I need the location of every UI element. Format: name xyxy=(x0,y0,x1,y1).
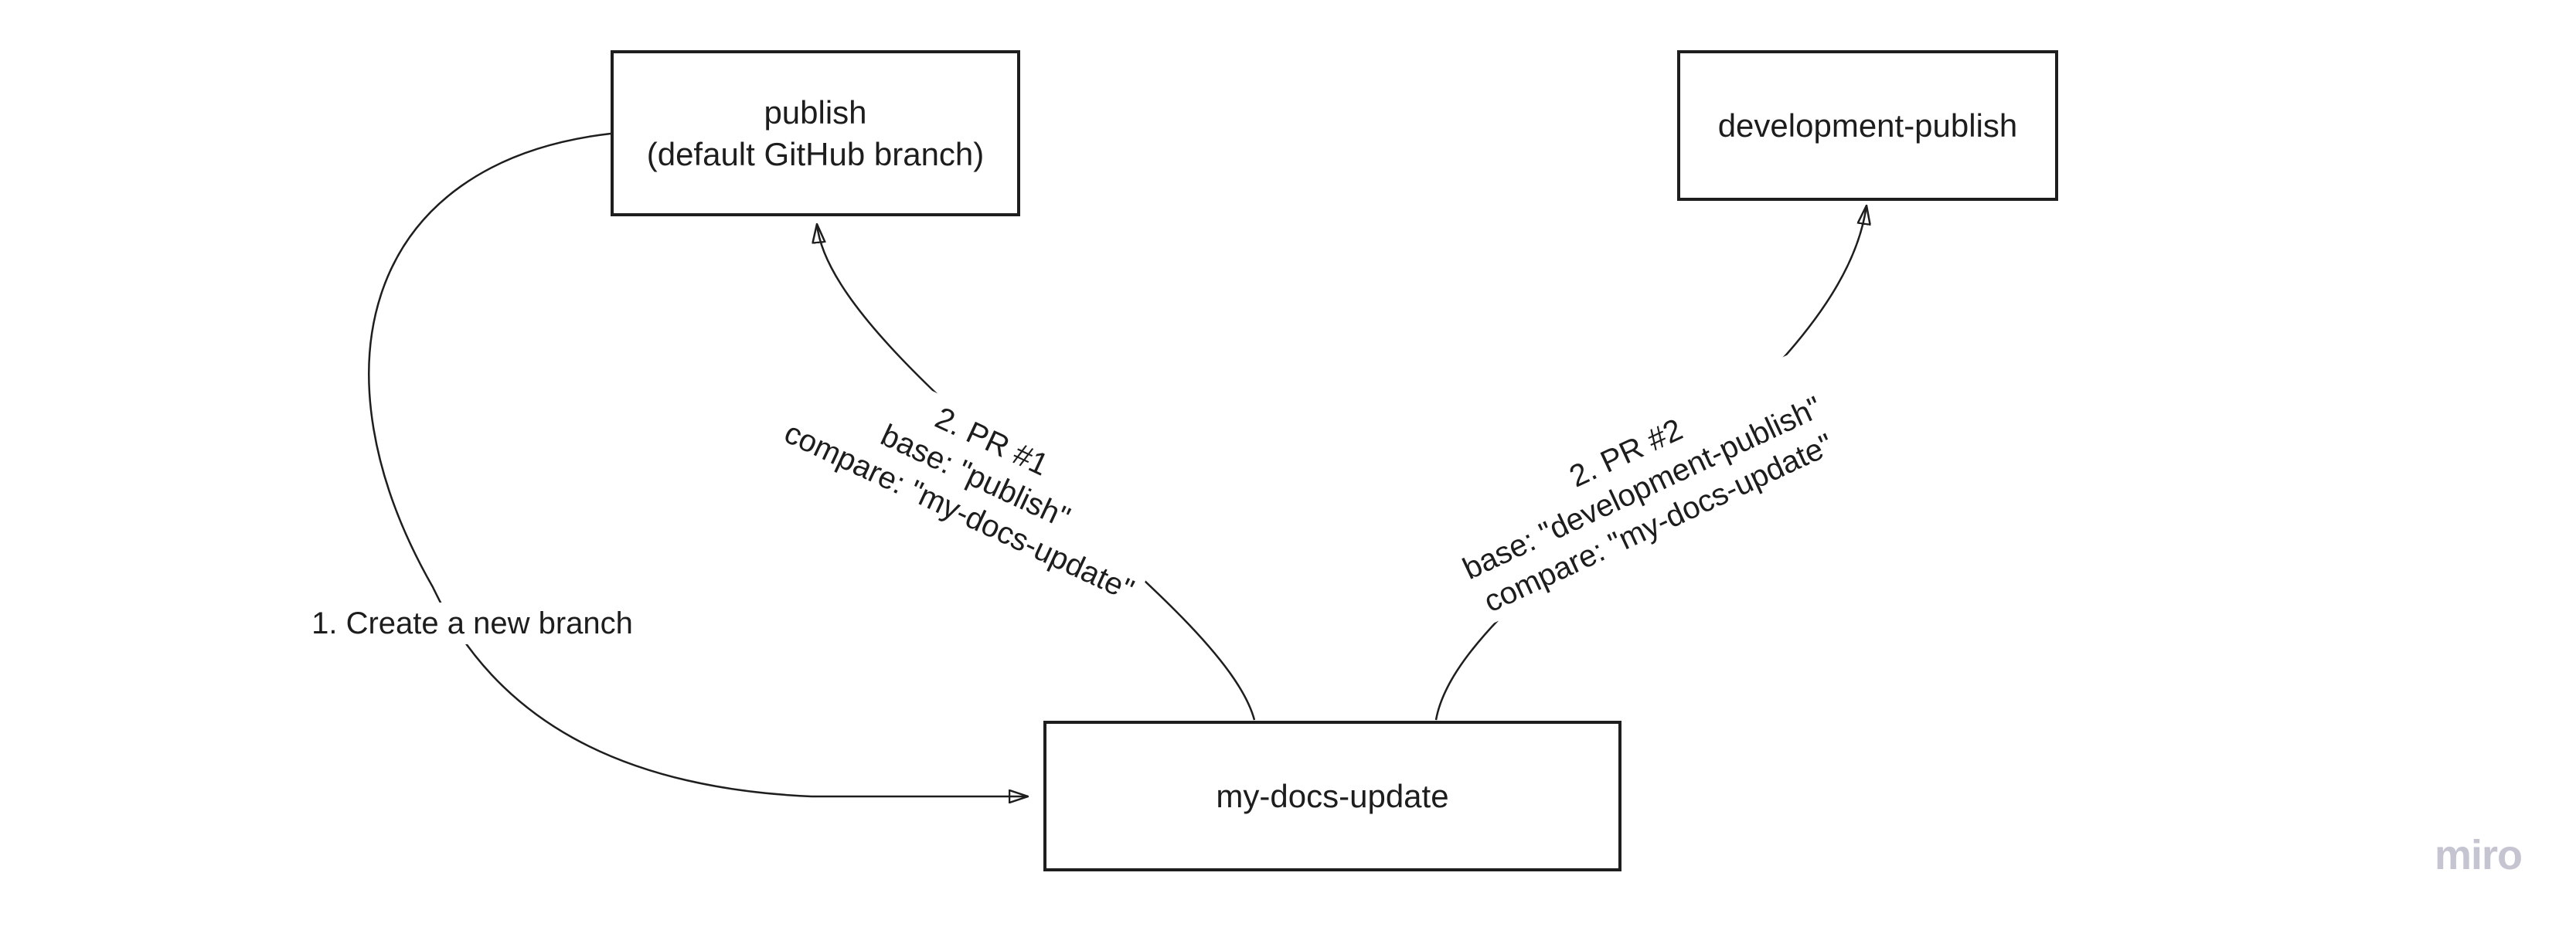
node-development-publish-title: development-publish xyxy=(1717,107,2018,144)
edge-label-create-branch[interactable]: 1. Create a new branch xyxy=(304,603,641,644)
node-publish-title: publish xyxy=(764,93,867,131)
connector-create-branch[interactable] xyxy=(368,132,1028,796)
node-my-docs-update-title: my-docs-update xyxy=(1216,777,1449,814)
node-publish[interactable]: publish (default GitHub branch) xyxy=(611,50,1020,216)
node-development-publish[interactable]: development-publish xyxy=(1677,50,2058,201)
node-my-docs-update[interactable]: my-docs-update xyxy=(1043,721,1621,871)
node-publish-subtitle: (default GitHub branch) xyxy=(646,135,985,172)
miro-logo: miro xyxy=(2435,832,2523,878)
